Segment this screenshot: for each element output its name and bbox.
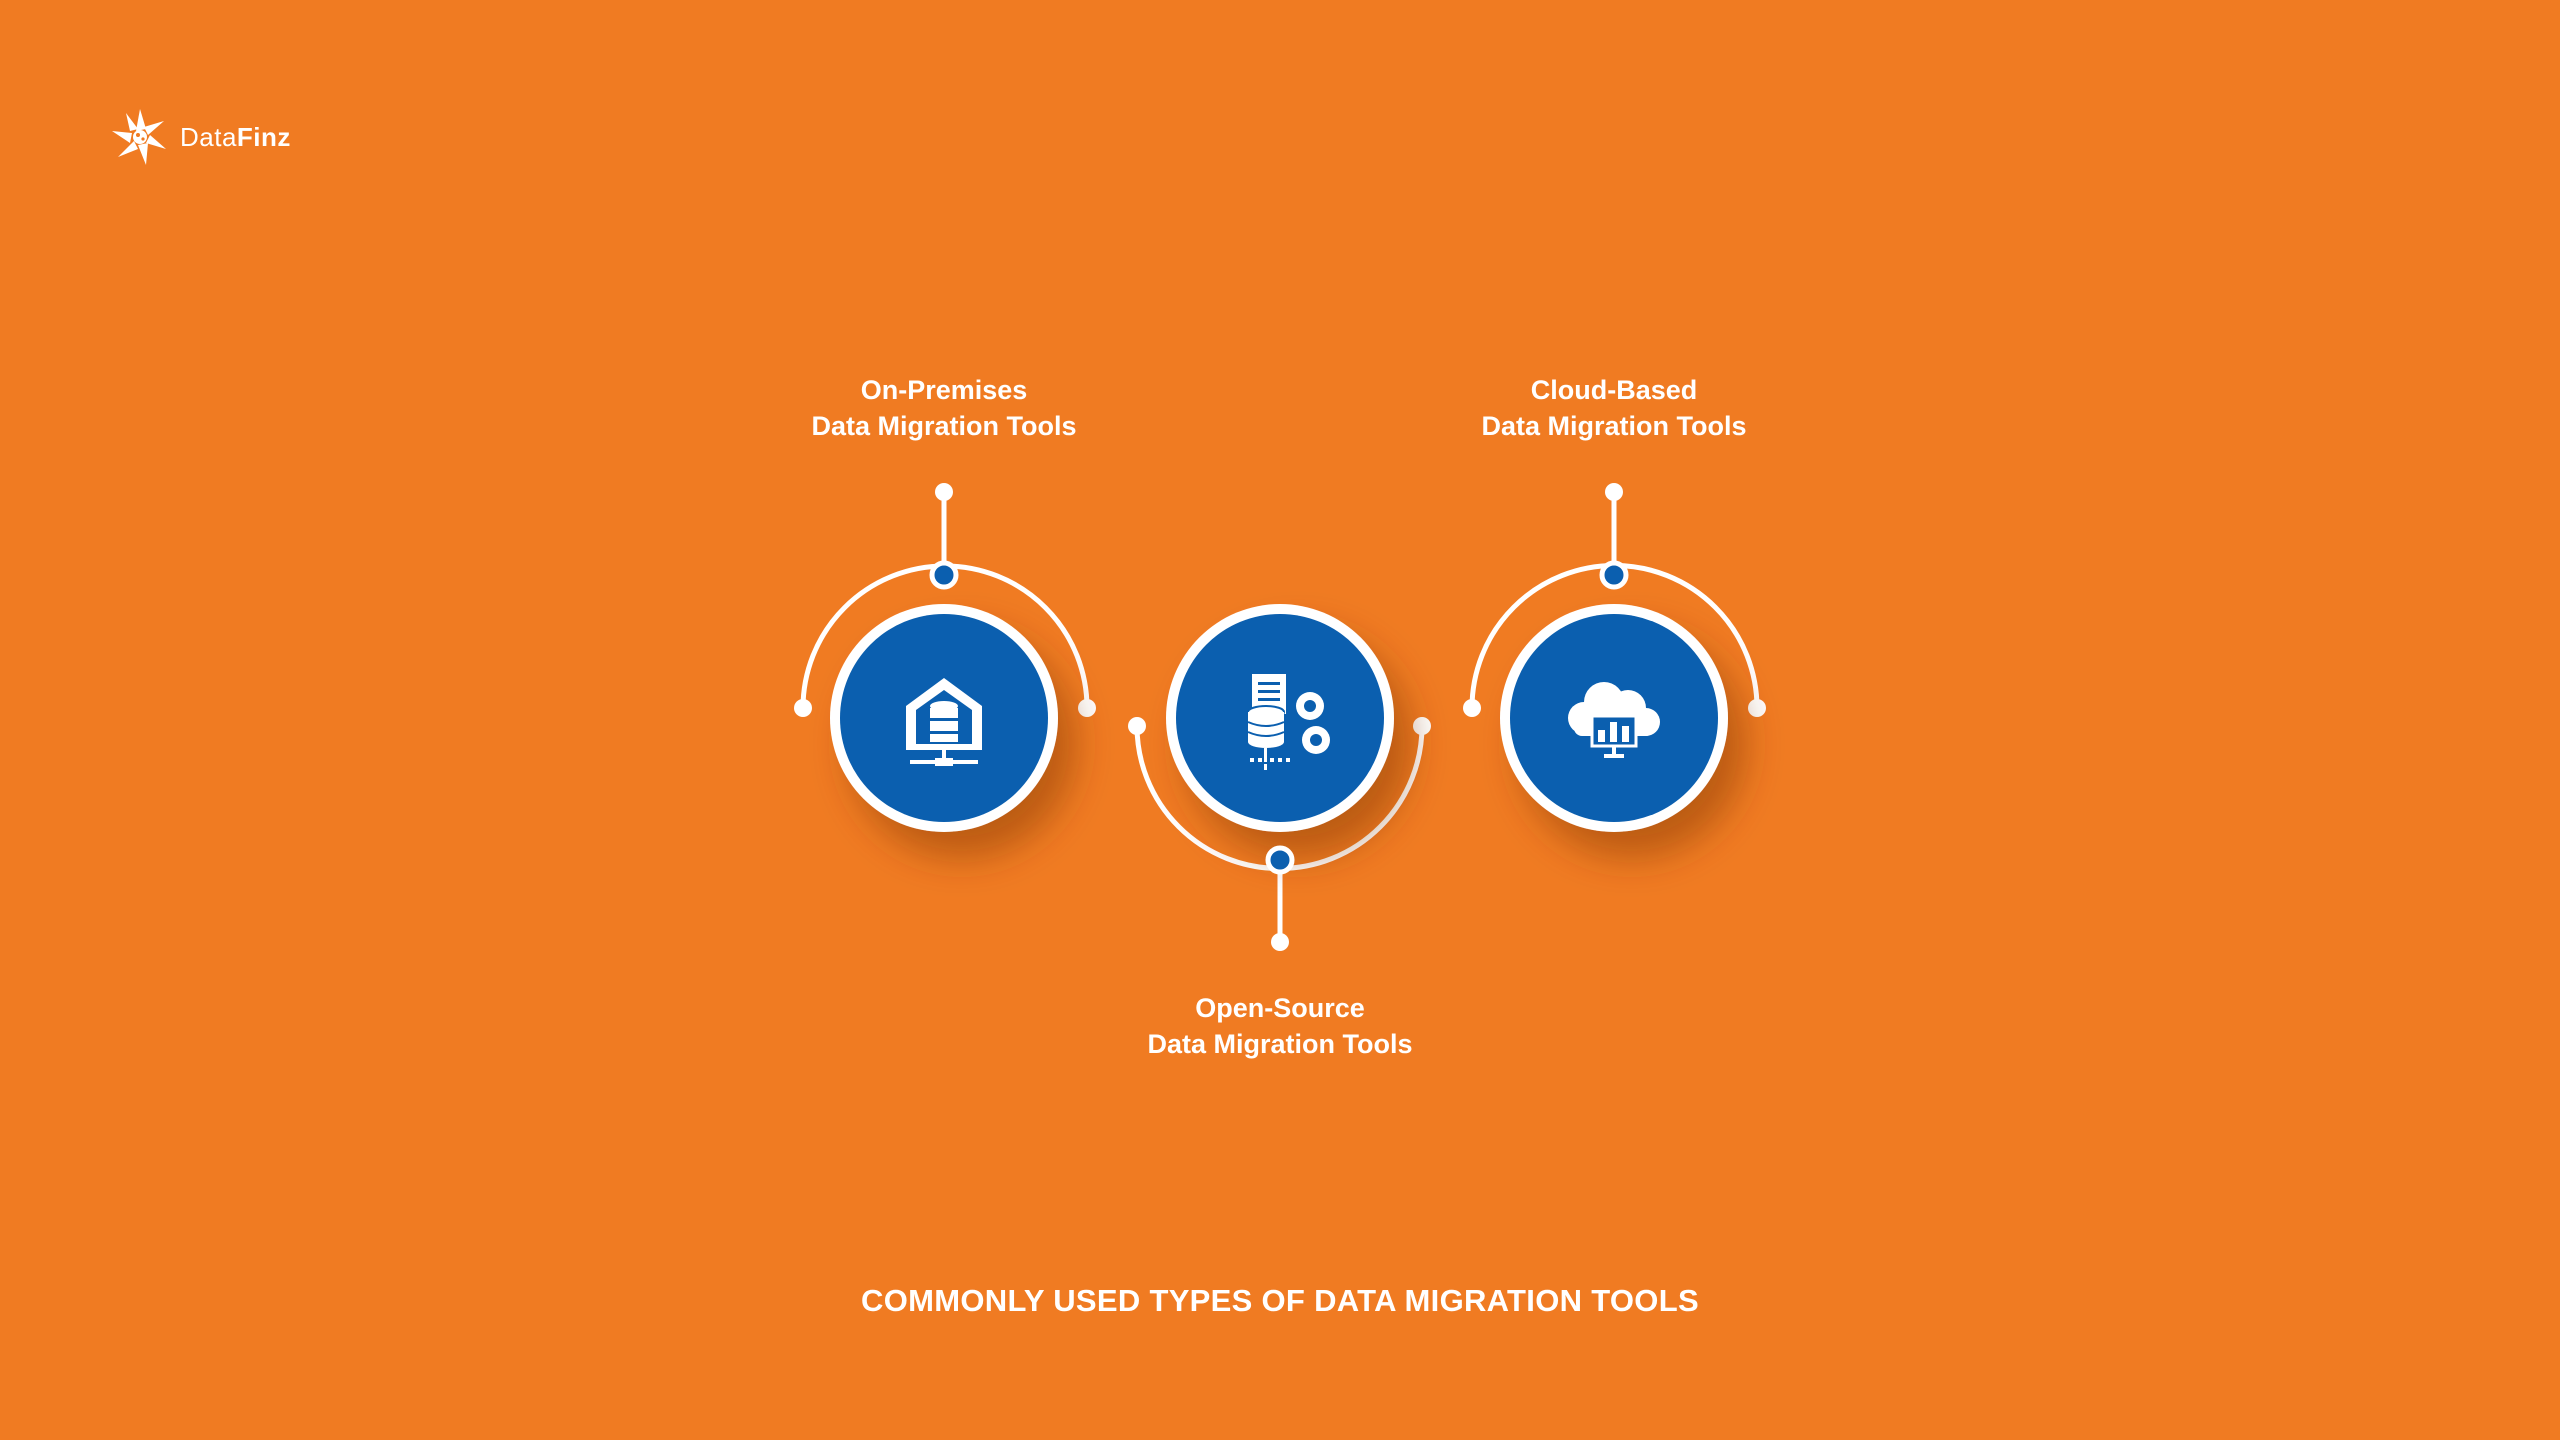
node-cloud-based	[1463, 483, 1766, 832]
node-cloud-based-junction-dot	[1599, 560, 1629, 590]
label-on-premises: On-Premises Data Migration Tools	[734, 372, 1154, 444]
node-open-source-bottom-dot	[1271, 933, 1289, 951]
cloud-chart-icon	[1568, 682, 1660, 758]
snowflake-burst-icon	[112, 109, 166, 165]
node-cloud-based-arc-end-right	[1748, 699, 1766, 717]
label-on-premises-line2: Data Migration Tools	[811, 411, 1077, 441]
label-cloud-based-line2: Data Migration Tools	[1481, 411, 1747, 441]
brand-name-light: Data	[180, 122, 237, 152]
brand-name-bold: Finz	[236, 122, 291, 152]
diagram-caption: COMMONLY USED TYPES OF DATA MIGRATION TO…	[861, 1283, 1699, 1318]
label-cloud-based-line1: Cloud-Based	[1530, 375, 1698, 405]
label-on-premises-line1: On-Premises	[860, 375, 1028, 405]
node-open-source-arc-end-right	[1413, 717, 1431, 735]
node-on-premises-arc-end-right	[1078, 699, 1096, 717]
node-on-premises-top-dot	[935, 483, 953, 501]
label-cloud-based: Cloud-Based Data Migration Tools	[1404, 372, 1824, 444]
node-on-premises	[794, 483, 1096, 832]
label-open-source-line1: Open-Source	[1195, 993, 1365, 1023]
node-on-premises-junction-dot	[929, 560, 959, 590]
node-on-premises-arc-end-left	[794, 699, 812, 717]
server-house-icon	[906, 678, 982, 766]
database-gears-icon	[1247, 674, 1330, 770]
node-open-source-junction-dot	[1265, 845, 1295, 875]
node-cloud-based-top-dot	[1605, 483, 1623, 501]
node-open-source	[1128, 604, 1431, 951]
brand-logo: DataFinz	[104, 104, 291, 170]
brand-wordmark: DataFinz	[180, 124, 291, 150]
label-open-source-line2: Data Migration Tools	[1147, 1029, 1413, 1059]
label-open-source: Open-Source Data Migration Tools	[1070, 990, 1490, 1062]
node-open-source-arc-end-left	[1128, 717, 1146, 735]
node-cloud-based-arc-end-left	[1463, 699, 1481, 717]
